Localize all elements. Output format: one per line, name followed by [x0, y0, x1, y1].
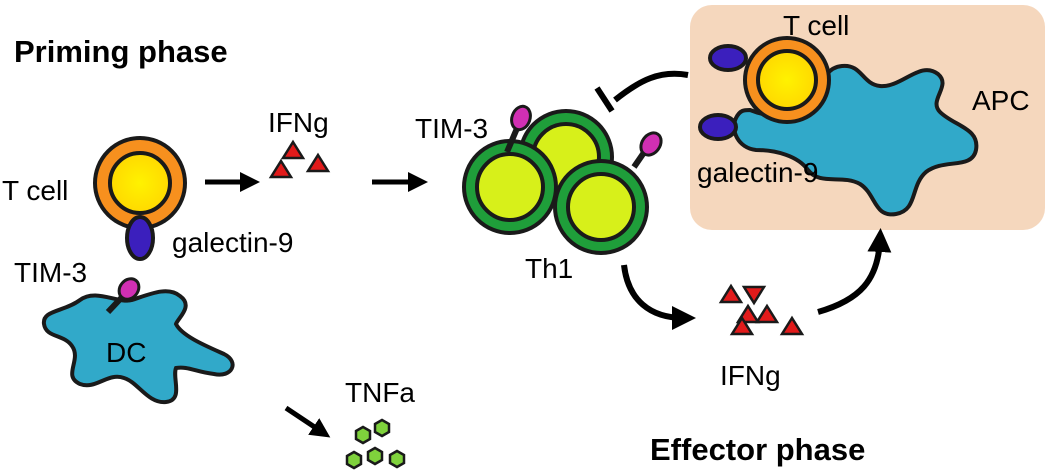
effector-t-cell-label: T cell [783, 10, 849, 41]
priming-t-cell-label: T cell [2, 175, 68, 206]
dc-label: DC [106, 337, 146, 368]
tnfa-label: TNFa [345, 377, 415, 408]
th1-tim3-head-left [510, 104, 532, 132]
apc-cell [732, 63, 979, 217]
priming-galectin-9-label: galectin-9 [172, 227, 293, 258]
priming-phase-title: Priming phase [14, 34, 228, 69]
priming-t-cell [93, 136, 187, 230]
priming-ifng-molecules [268, 139, 331, 179]
priming-galectin-9 [125, 215, 155, 261]
arrow-ifng-to-apc [817, 228, 892, 315]
arrow-th1-to-ifng [621, 264, 696, 330]
th1-cluster [462, 109, 649, 255]
tnfa-molecules [345, 418, 406, 470]
inhibition-bar [594, 86, 615, 113]
priming-tim3-label: TIM-3 [14, 257, 87, 288]
effector-galectin-9-tcell [708, 44, 748, 72]
th1-tim3-label: TIM-3 [415, 113, 488, 144]
effector-ifng-label: IFNg [720, 360, 781, 391]
th1-label: Th1 [525, 253, 573, 284]
dc-tim3-head [117, 277, 141, 301]
effector-t-cell [743, 36, 831, 124]
apc-label: APC [972, 85, 1030, 116]
inhibition-line [613, 70, 689, 103]
effector-ifng-molecules [718, 283, 805, 336]
dc-cell [41, 289, 235, 405]
arrow-dc-to-tnfa [284, 405, 331, 438]
effector-galectin-9-apc [698, 113, 738, 141]
effector-galectin-9-label: galectin-9 [697, 157, 818, 188]
priming-ifng-label: IFNg [268, 107, 329, 138]
th1-tim3-head-right [639, 131, 663, 157]
effector-phase-title: Effector phase [650, 432, 865, 467]
